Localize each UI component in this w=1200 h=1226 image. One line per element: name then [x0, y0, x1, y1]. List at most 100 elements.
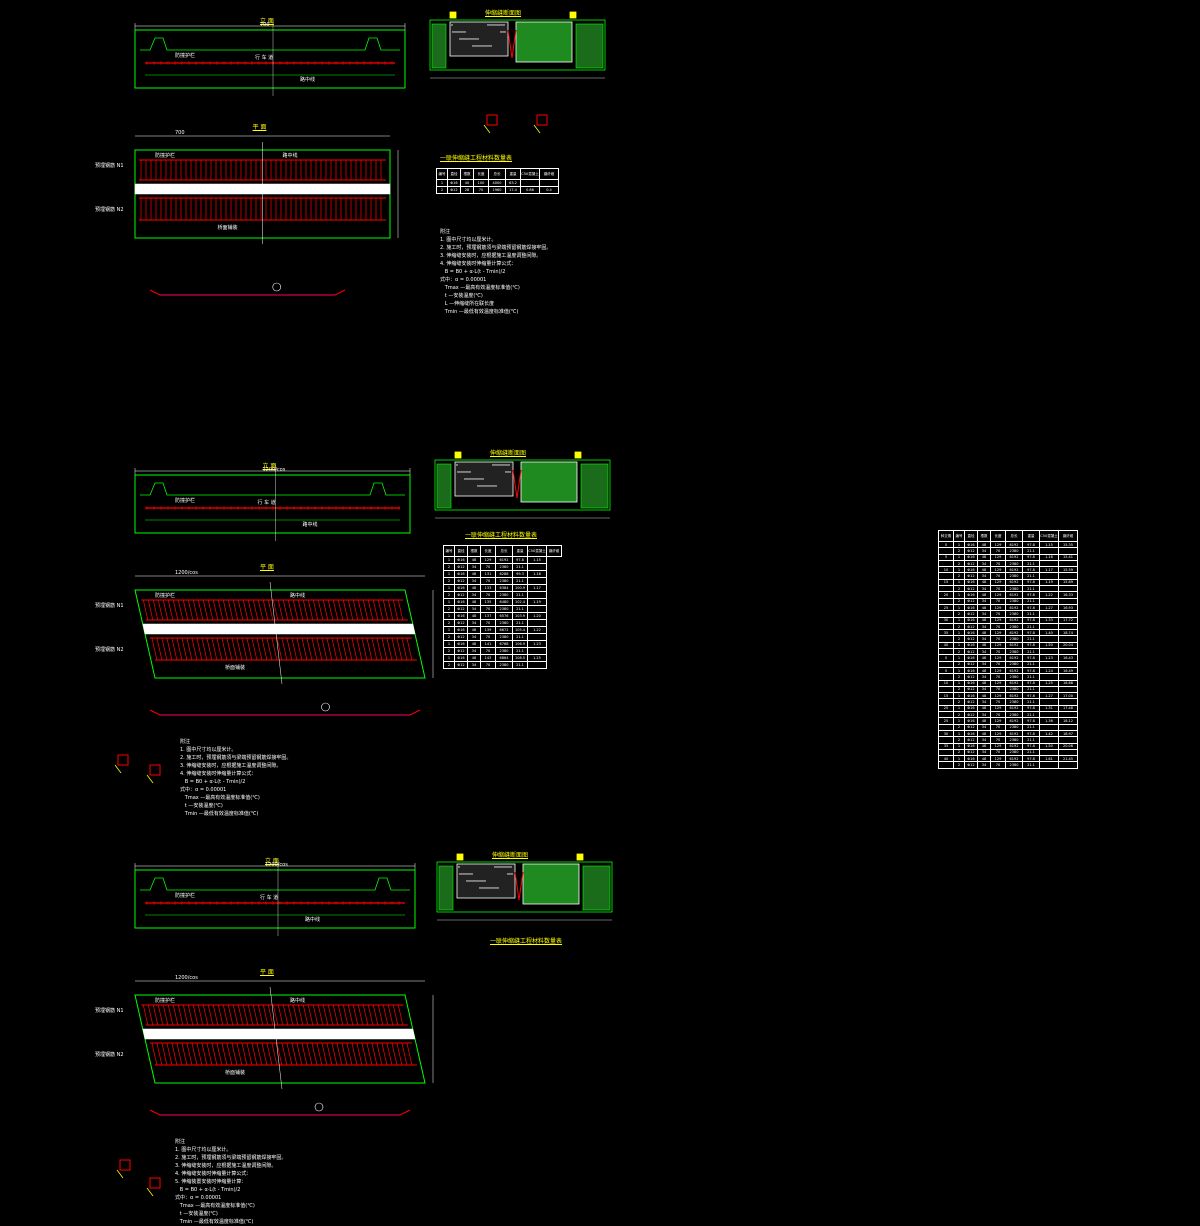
- table-cell: 2380: [495, 577, 513, 585]
- table-cell: 70: [480, 563, 496, 571]
- rebar-bar-2: [231, 637, 238, 661]
- rebar-bar-1: [337, 1004, 344, 1026]
- aggregate-dot: [493, 485, 495, 487]
- table-cell: 2380: [495, 661, 513, 669]
- table-cell: Φ16: [454, 626, 468, 634]
- table-cell: 133: [480, 584, 496, 592]
- rebar-bar-1: [147, 599, 154, 621]
- rebar-bar-2: [261, 637, 268, 661]
- rebar-bar-1: [152, 599, 159, 621]
- rebar-bar-2: [361, 637, 368, 661]
- rebar-bar-2: [396, 1042, 403, 1066]
- table-cell: 21.1: [512, 605, 528, 613]
- rebar-bar-2: [356, 637, 363, 661]
- rebar-bar-2: [351, 637, 358, 661]
- rebar-bar-2: [216, 1042, 223, 1066]
- rebar-hook-detail: [117, 754, 129, 766]
- rebar-bar-2: [276, 637, 283, 661]
- aggregate-dot: [467, 873, 469, 875]
- rebar-hook-detail: [149, 1177, 161, 1189]
- aggregate-dot: [465, 873, 467, 875]
- rebar-bar-2: [351, 1042, 358, 1066]
- rebar-bar-1: [227, 599, 234, 621]
- rebar-bar-1: [222, 599, 229, 621]
- table-header-cell: 钢纤维: [1058, 530, 1078, 542]
- table-cell: 2380: [495, 647, 513, 655]
- rebar-bar-1: [197, 599, 204, 621]
- notes-2: 附注 1. 图中尺寸均以厘米计。 2. 施工时，预埋钢筋须与梁端预留钢筋焊接牢固…: [180, 739, 292, 817]
- rebar-bar-1: [327, 599, 334, 621]
- section-block-right: [515, 21, 573, 63]
- rebar-bar-2: [326, 637, 333, 661]
- rebar-bar-2: [376, 637, 383, 661]
- rebar-bar-2: [381, 1042, 388, 1066]
- aggregate-dot: [510, 866, 512, 868]
- rebar-hook-leader: [533, 124, 541, 134]
- detail-callout: [272, 282, 282, 292]
- rebar-bar-1: [277, 599, 284, 621]
- deck-profile: [140, 482, 405, 496]
- table-cell: 6192: [495, 556, 513, 564]
- rebar-bar-2: [241, 637, 248, 661]
- rebar-bar-1: [237, 1004, 244, 1026]
- rebar-bar-2: [296, 637, 303, 661]
- table-cell: 48: [467, 598, 481, 606]
- aggregate-dot: [479, 887, 481, 889]
- elevation-title: 立 面: [265, 858, 279, 865]
- aggregate-dot: [493, 24, 495, 26]
- section-block-left: [456, 863, 516, 899]
- aggregate-dot: [463, 873, 465, 875]
- section-marker-left: [449, 11, 457, 19]
- rebar-bar-2: [306, 637, 313, 661]
- table-cell: Φ12: [454, 647, 468, 655]
- elevation-dim-total: 1200/cos: [265, 862, 288, 868]
- section-concrete-right: [580, 463, 609, 509]
- table-cell: [938, 761, 954, 769]
- rebar-bar-1: [337, 599, 344, 621]
- rebar-bar-2: [371, 1042, 378, 1066]
- table-cell: [527, 647, 547, 655]
- rebar-bar-2: [366, 637, 373, 661]
- rebar-bar-2: [246, 1042, 253, 1066]
- table-cell: 21.1: [1022, 761, 1040, 769]
- rebar-bar-1: [177, 1004, 184, 1026]
- rebar-bar-2: [356, 1042, 363, 1066]
- table-header-cell: 根数: [467, 545, 481, 557]
- table-cell: 141: [480, 640, 496, 648]
- rebar-bar-2: [311, 637, 318, 661]
- rebar-bar-1: [377, 1004, 384, 1026]
- rebar-bar-2: [366, 1042, 373, 1066]
- table-cell: 34: [467, 563, 481, 571]
- aggregate-dot: [483, 887, 485, 889]
- aggregate-dot: [491, 24, 493, 26]
- table-cell: 143: [480, 654, 496, 662]
- rebar-hook-leader: [116, 1169, 124, 1179]
- table-cell: [539, 179, 559, 187]
- aggregate-dot: [508, 866, 510, 868]
- aggregate-dot: [461, 471, 463, 473]
- rebar-bar-1: [152, 1004, 159, 1026]
- table-cell: 2: [443, 605, 455, 613]
- table-cell: Φ12: [454, 591, 468, 599]
- table-header-cell: C50混凝土: [520, 168, 540, 180]
- aggregate-dot: [465, 471, 467, 473]
- rebar-bar-2: [291, 637, 298, 661]
- table-cell: 2380: [495, 633, 513, 641]
- table-cell: 100.9: [512, 584, 528, 592]
- aggregate-dot: [481, 887, 483, 889]
- left-guard-label: 防撞护栏: [175, 893, 196, 899]
- rebar-bar-1: [292, 599, 299, 621]
- table-cell: 70: [480, 591, 496, 599]
- aggregate-dot: [497, 887, 499, 889]
- rebar-bar-2: [196, 637, 203, 661]
- table-cell: 70: [480, 633, 496, 641]
- elevation-outline: [134, 474, 411, 534]
- table-cell: 6288: [495, 570, 513, 578]
